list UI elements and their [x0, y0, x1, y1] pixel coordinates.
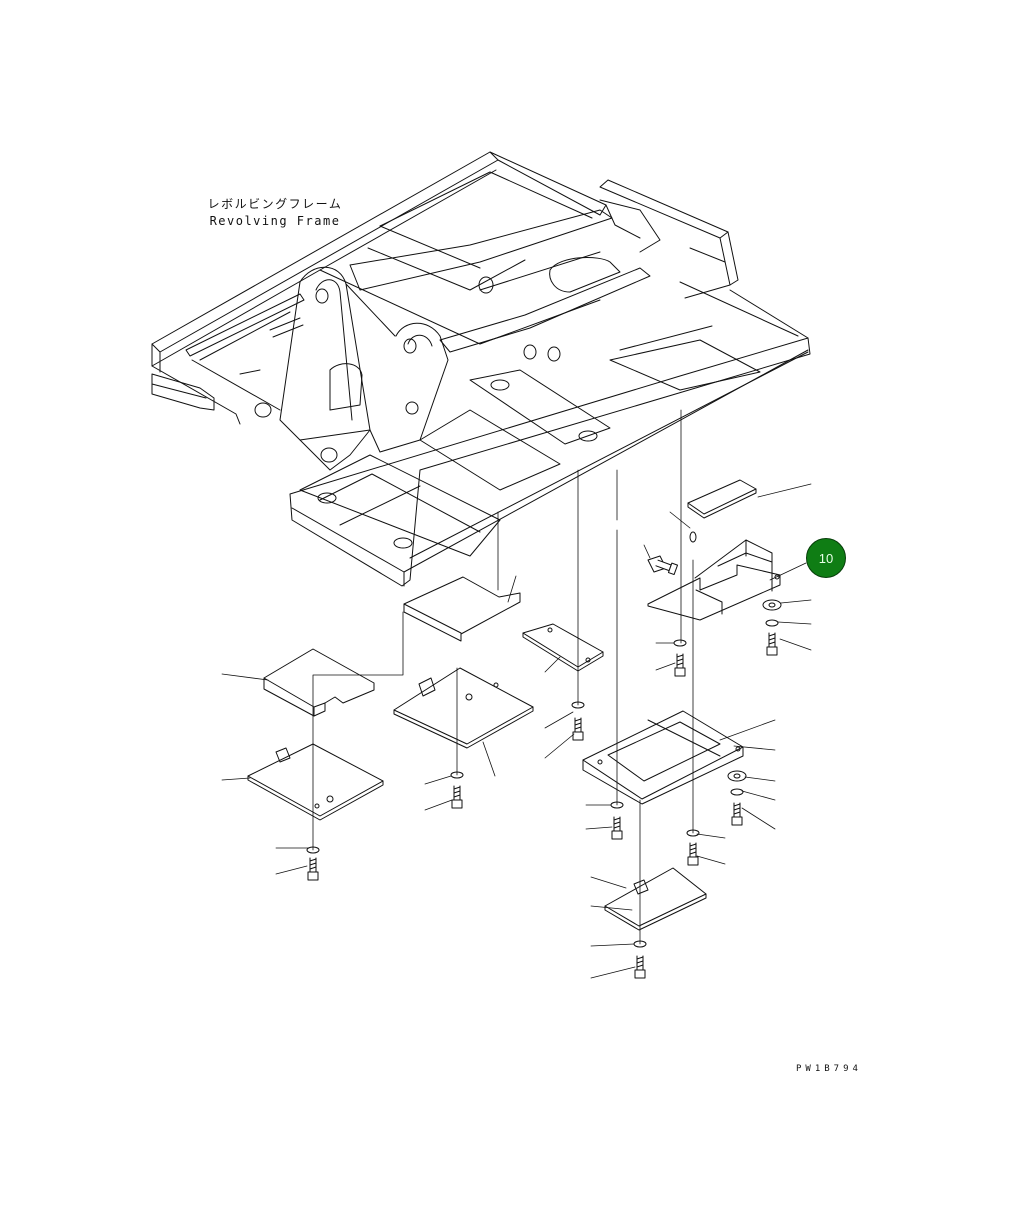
- frame-label-japanese: レボルビングフレーム: [207, 197, 343, 211]
- battery-box-bracket: [647, 531, 781, 621]
- frame-label-english: Revolving Frame: [209, 214, 341, 228]
- drawing-number: PW1B794: [796, 1064, 862, 1074]
- top-cover-plate-right: [687, 479, 757, 519]
- step-bracket-plate: [582, 710, 744, 805]
- revolving-frame-label: レボルビングフレーム Revolving Frame: [200, 196, 350, 230]
- bolts: [307, 559, 778, 979]
- callout-number: 10: [818, 550, 834, 566]
- under-cover-plate-3: [604, 867, 707, 931]
- revolving-frame-illustration: [151, 151, 811, 587]
- washers: [306, 599, 782, 948]
- cover-pad-center: [403, 576, 521, 642]
- under-cover-plate-2: [393, 667, 534, 749]
- under-cover-plate-1: [247, 743, 384, 821]
- leader-lines: [221, 483, 812, 979]
- cover-pad-left: [263, 648, 375, 717]
- small-cover-plate: [522, 623, 604, 672]
- assembly-lines: [312, 409, 694, 945]
- part-callout-10[interactable]: 10: [806, 538, 846, 578]
